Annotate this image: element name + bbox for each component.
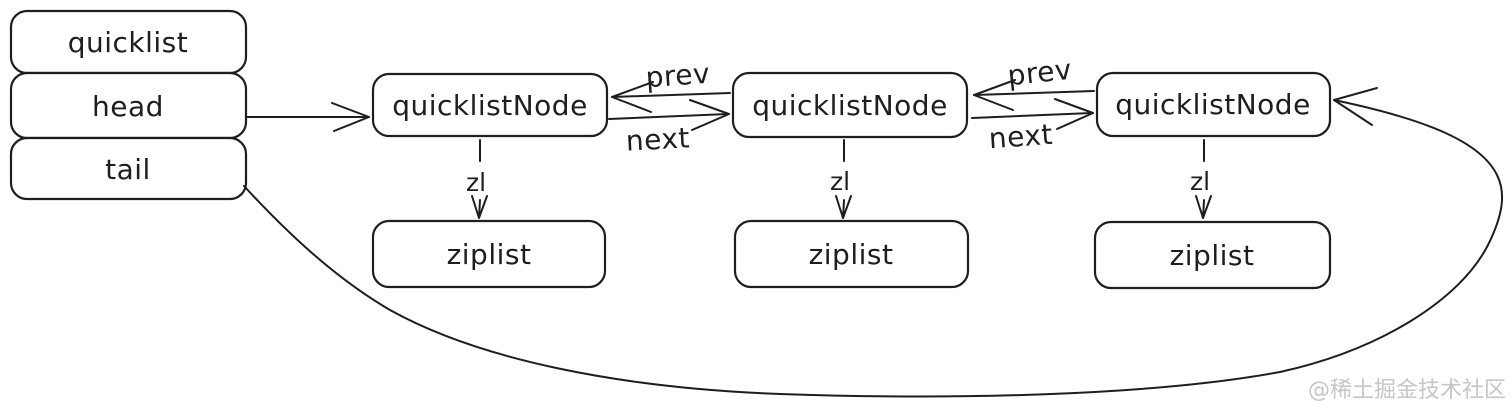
zl-arrow-1-head-icon <box>471 195 488 219</box>
tail-box <box>9 136 248 201</box>
struct-field-tail: tail <box>9 136 248 201</box>
head-arrow-head-icon <box>331 102 370 132</box>
zl-arrow-2: zl <box>830 139 852 219</box>
quicklist-node-1-box <box>371 72 609 138</box>
watermark-text: @稀土掘金技术社区 <box>1308 378 1506 403</box>
next-arrow-2-label: next <box>988 118 1054 155</box>
zl-arrow-2-label: zl <box>830 167 850 196</box>
zl-arrow-1: zl <box>466 139 488 219</box>
prev-arrow-1: prev <box>611 57 731 113</box>
quicklist-node-2-label: quicklistNode <box>752 89 948 122</box>
tail-curve-line <box>243 99 1503 398</box>
zl-arrow-3: zl <box>1190 139 1212 219</box>
quicklist-node-3: quicklistNode <box>1095 71 1332 138</box>
ziplist-3-box <box>1093 220 1332 290</box>
ziplist-1-box <box>371 219 607 289</box>
struct-field-head: head <box>9 71 248 140</box>
zl-arrow-3-label: zl <box>1190 167 1210 196</box>
ziplist-2-box <box>733 219 970 289</box>
quicklist-label: quicklist <box>68 26 189 59</box>
next-arrow-2-head-icon <box>1054 98 1094 130</box>
ziplist-3: ziplist <box>1093 220 1332 290</box>
tail-curve-arrow-head-icon <box>1333 87 1378 126</box>
prev-arrow-2-line <box>973 90 1095 96</box>
ziplist-1-label: ziplist <box>447 238 532 271</box>
next-arrow-1: next <box>608 99 730 158</box>
prev-arrow-1-label: prev <box>645 57 712 94</box>
prev-arrow-2: prev <box>973 53 1095 111</box>
prev-arrow-1-line <box>611 92 731 98</box>
quicklist-node-3-label: quicklistNode <box>1115 88 1311 121</box>
ziplist-2-label: ziplist <box>809 238 894 271</box>
prev-arrow-2-head-icon <box>973 79 1016 111</box>
ziplist-1: ziplist <box>371 219 607 289</box>
zl-arrow-1-label: zl <box>466 168 486 197</box>
struct-field-quicklist: quicklist <box>9 9 248 75</box>
ziplist-2: ziplist <box>733 219 970 289</box>
head-label: head <box>92 90 164 123</box>
prev-arrow-1-head-icon <box>611 81 654 113</box>
head-pointer-arrow <box>245 102 370 132</box>
quicklist-node-2-box <box>731 71 969 139</box>
tail-label: tail <box>105 153 151 186</box>
quicklist-node-1-label: quicklistNode <box>392 89 588 122</box>
zl-arrow-2-head-icon <box>835 195 852 219</box>
zl-arrow-3-head-icon <box>1195 195 1212 219</box>
next-arrow-2: next <box>971 98 1094 155</box>
next-arrow-2-line <box>971 112 1093 119</box>
quicklist-node-3-box <box>1095 71 1332 138</box>
tail-pointer-curve <box>243 87 1503 398</box>
next-arrow-1-line <box>608 113 729 120</box>
next-arrow-1-label: next <box>625 121 691 157</box>
quicklist-node-2: quicklistNode <box>731 71 969 139</box>
prev-arrow-2-label: prev <box>1006 53 1074 93</box>
ziplist-3-label: ziplist <box>1170 239 1255 272</box>
quicklist-node-1: quicklistNode <box>371 72 609 138</box>
next-arrow-1-head-icon <box>689 99 730 131</box>
